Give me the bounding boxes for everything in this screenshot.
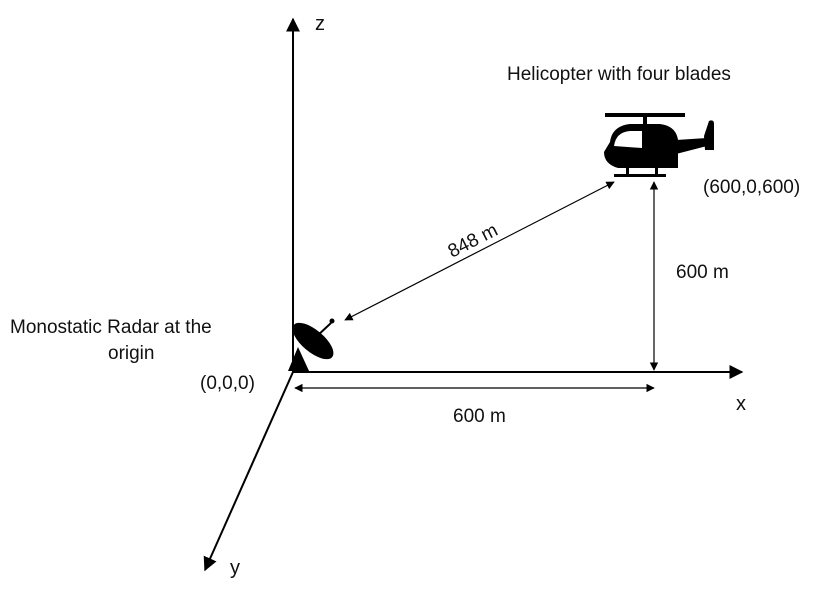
y-axis-label: y — [230, 557, 240, 579]
slant-range-arrow — [344, 181, 615, 321]
x-axis-label: x — [736, 393, 746, 415]
ground-range-label: 600 m — [453, 406, 506, 427]
radar-label-line1: Monostatic Radar at the — [10, 317, 212, 338]
helicopter-title: Helicopter with four blades — [507, 64, 731, 85]
height-label: 600 m — [676, 262, 729, 283]
slant-range-label: 848 m — [445, 220, 502, 263]
z-axis-label: z — [315, 13, 325, 35]
helicopter-icon — [604, 113, 714, 177]
helicopter-coords-label: (600,0,600) — [703, 177, 800, 198]
radar-label-line2: origin — [108, 343, 154, 364]
radar-dish-icon — [288, 318, 335, 371]
y-axis — [203, 371, 294, 572]
radar-coords-label: (0,0,0) — [200, 373, 255, 394]
